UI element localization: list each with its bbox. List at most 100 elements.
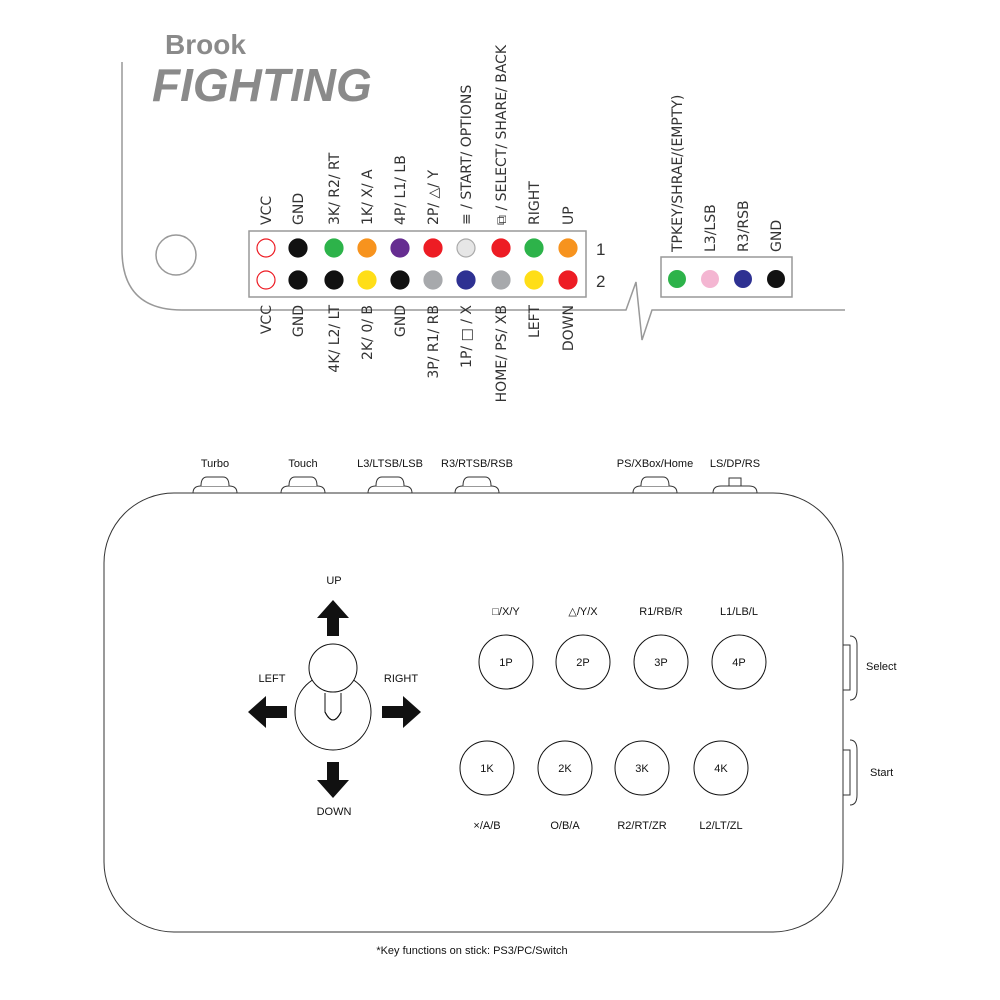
button-function-label: R1/RB/R [639,606,682,618]
pin-row1-10 [558,238,578,258]
button-label: 2K [558,763,572,775]
top-button-1[interactable]: Turbo [192,458,238,494]
pin-top-label: 2P/ △/ Y [426,170,442,225]
pin-row1-1 [256,238,276,258]
button-label: 1P [499,657,512,669]
top-button-4[interactable]: R3/RTSB/RSB [441,458,513,494]
button-function-label: △/Y/X [568,606,598,618]
button-function-label: □/X/Y [492,606,520,618]
pin-row2-10 [558,270,578,290]
button-function-label: L1/LB/L [720,606,758,618]
aux-pin-1 [668,270,686,288]
pin-top-label: GND [291,193,307,225]
pin-bottom-label: VCC [259,305,275,334]
joystick[interactable] [294,643,372,751]
pin-row2-8 [491,270,511,290]
pin-bottom-label: GND [291,305,307,337]
kick-button-3[interactable]: 3K [614,740,670,796]
pin-top-label: ⧉ / SELECT/ SHARE/ BACK [494,44,510,225]
aux-pin-3 [734,270,752,288]
joystick-right-label: RIGHT [384,673,419,685]
top-button-2[interactable]: Touch [280,458,326,494]
button-function-label: L2/LT/ZL [699,820,742,832]
pin-row2-5 [390,270,410,290]
mounting-hole [155,234,197,276]
pin-bottom-label: HOME/ PS/ XB [494,305,510,402]
pin-row1-4 [357,238,377,258]
side-button-start[interactable]: Start [843,739,893,806]
button-function-label: O/B/A [550,820,580,832]
top-button-label: PS/XBox/Home [617,458,693,470]
pin-row1-7 [456,238,476,258]
row-label-1: 1 [596,240,605,259]
top-button-label: LS/DP/RS [710,458,760,470]
start-label: Start [870,767,893,779]
button-label: 3K [635,763,649,775]
button-function-label: ×/A/B [473,820,500,832]
button-label: 2P [576,657,589,669]
punch-button-1[interactable]: 1P [478,634,534,690]
kick-button-1[interactable]: 1K [459,740,515,796]
arrow-right-icon [382,696,421,728]
pin-bottom-label: LEFT [527,305,543,338]
button-function-label: R2/RT/ZR [617,820,666,832]
pin-top-label: 4P/ L1/ LB [393,155,409,225]
pin-top-label: ≡ / START/ OPTIONS [459,85,475,225]
aux-pin-label: TPKEY/SHRAE/(EMPTY) [670,95,686,253]
top-button-label: R3/RTSB/RSB [441,458,513,470]
punch-button-4[interactable]: 4P [711,634,767,690]
footnote: *Key functions on stick: PS3/PC/Switch [376,945,567,957]
aux-pin-label: L3/LSB [703,204,719,252]
pin-row1-3 [324,238,344,258]
pin-row2-6 [423,270,443,290]
pin-row1-5 [390,238,410,258]
controller-body [103,492,844,933]
pin-bottom-label: 4K/ L2/ LT [327,305,343,373]
pcb-outline [121,62,845,341]
arrow-up-icon [317,600,349,636]
pin-row2-4 [357,270,377,290]
top-button-3[interactable]: L3/LTSB/LSB [357,458,423,494]
button-label: 1K [480,763,494,775]
pin-bottom-label: DOWN [561,305,577,351]
pin-bottom-label: 1P/ □ / X [459,305,475,368]
joystick-left-label: LEFT [259,673,286,685]
button-label: 4P [732,657,745,669]
row-label-2: 2 [596,272,605,291]
pin-row1-8 [491,238,511,258]
pin-top-label: VCC [259,196,275,225]
pin-row2-2 [288,270,308,290]
aux-pin-label: GND [769,220,785,252]
top-button-5[interactable]: PS/XBox/Home [617,458,693,494]
logo-product: FIGHTING [152,59,372,111]
pin-top-label: 1K/ X/ A [360,169,376,225]
button-label: 4K [714,763,728,775]
pin-row1-9 [524,238,544,258]
kick-button-4[interactable]: 4K [693,740,749,796]
punch-button-3[interactable]: 3P [633,634,689,690]
pin-row1-2 [288,238,308,258]
pin-row2-9 [524,270,544,290]
pin-row1-6 [423,238,443,258]
arrow-down-icon [317,762,349,798]
pin-top-label: UP [561,206,577,225]
punch-button-2[interactable]: 2P [555,634,611,690]
brook-logo: Brook FIGHTING [152,29,372,111]
pin-top-label: RIGHT [527,181,543,225]
pin-bottom-label: GND [393,305,409,337]
button-label: 3P [654,657,667,669]
top-button-label: Touch [288,458,317,470]
pin-row2-7 [456,270,476,290]
aux-pin-2 [701,270,719,288]
kick-button-2[interactable]: 2K [537,740,593,796]
arrow-left-icon [248,696,287,728]
pin-row2-1 [256,270,276,290]
select-label: Select [866,661,897,673]
side-button-select[interactable]: Select [843,635,897,701]
pin-top-label: 3K/ R2/ RT [327,152,343,225]
top-button-label: L3/LTSB/LSB [357,458,423,470]
aux-pin-label: R3/RSB [736,200,752,252]
logo-brand: Brook [165,29,246,60]
pin-bottom-label: 3P/ R1/ RB [426,305,442,379]
top-button-6[interactable]: LS/DP/RS [710,458,760,494]
